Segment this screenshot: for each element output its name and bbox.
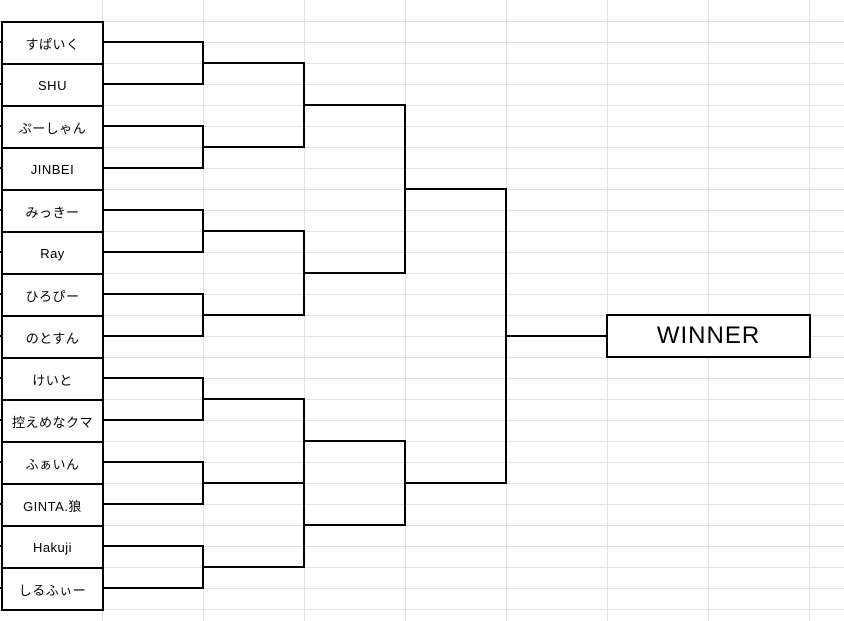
player-cell[interactable]: Ray <box>1 231 104 275</box>
bracket-line-h <box>202 62 305 64</box>
bracket-line-h <box>202 230 305 232</box>
player-cell[interactable]: のとすん <box>1 315 104 359</box>
bracket-line-h <box>103 293 204 295</box>
player-name: ふぁいん <box>25 456 80 472</box>
bracket-line-v <box>202 545 204 589</box>
bracket-line-h <box>202 314 305 316</box>
player-cell[interactable]: 控えめなクマ <box>1 399 104 443</box>
bracket-line-h <box>404 188 507 190</box>
winner-label: WINNER <box>656 322 761 349</box>
player-name: JINBEI <box>30 161 75 177</box>
bracket-line-h <box>0 167 3 169</box>
player-name: Hakuji <box>32 539 73 555</box>
bracket-line-v <box>202 209 204 253</box>
player-cell[interactable]: ぷーしゃん <box>1 105 104 149</box>
winner-cell[interactable]: WINNER <box>606 314 811 358</box>
player-cell[interactable]: GINTA.狼 <box>1 483 104 527</box>
bracket-line-h <box>103 125 204 127</box>
bracket-line-h <box>0 377 3 379</box>
player-name: のとすん <box>25 330 80 346</box>
bracket-line-v <box>202 41 204 85</box>
bracket-line-h <box>0 251 3 253</box>
bracket-line-h <box>103 335 204 337</box>
bracket-line-h <box>103 419 204 421</box>
player-name: GINTA.狼 <box>23 498 82 514</box>
player-cell[interactable]: ひろぴー <box>1 273 104 317</box>
player-name: 控えめなクマ <box>11 414 93 430</box>
player-cell[interactable]: ふぁいん <box>1 441 104 485</box>
bracket-line-h <box>103 377 204 379</box>
bracket-line-h <box>103 545 204 547</box>
player-name: すぱいく <box>25 36 80 52</box>
bracket-line-h <box>0 41 3 43</box>
bracket-line-h <box>0 419 3 421</box>
bracket-line-h <box>103 83 204 85</box>
bracket-line-h <box>505 335 607 337</box>
bracket-line-h <box>303 440 406 442</box>
bracket-line-h <box>0 335 3 337</box>
bracket-line-v <box>202 125 204 169</box>
bracket-line-h <box>303 272 406 274</box>
bracket-line-v <box>202 377 204 421</box>
bracket-line-h <box>0 125 3 127</box>
bracket-line-h <box>202 482 305 484</box>
player-cell[interactable]: JINBEI <box>1 147 104 191</box>
bracket-line-v <box>303 62 305 148</box>
bracket-line-v <box>505 188 507 484</box>
bracket-line-h <box>0 545 3 547</box>
bracket-line-h <box>103 587 204 589</box>
bracket-line-h <box>103 461 204 463</box>
bracket-line-v <box>303 398 305 568</box>
player-name: ぷーしゃん <box>18 120 87 136</box>
bracket-line-v <box>303 230 305 316</box>
bracket-line-v <box>202 293 204 337</box>
bracket-line-h <box>202 398 305 400</box>
bracket-line-h <box>0 587 3 589</box>
player-name: けいと <box>32 372 73 388</box>
bracket-line-h <box>103 167 204 169</box>
bracket-line-h <box>103 209 204 211</box>
bracket-line-h <box>202 566 305 568</box>
player-name: ひろぴー <box>25 288 80 304</box>
bracket-line-h <box>202 146 305 148</box>
player-name: Ray <box>40 245 65 261</box>
bracket-line-h <box>0 209 3 211</box>
bracket-line-h <box>0 503 3 505</box>
bracket-line-h <box>0 293 3 295</box>
player-cell[interactable]: Hakuji <box>1 525 104 569</box>
bracket-line-h <box>303 524 406 526</box>
player-cell[interactable]: すぱいく <box>1 21 104 65</box>
bracket-line-h <box>404 482 507 484</box>
bracket-line-h <box>103 41 204 43</box>
bracket-line-v <box>404 440 406 526</box>
bracket-line-h <box>303 104 406 106</box>
player-name: みっきー <box>25 204 80 220</box>
bracket-line-h <box>0 461 3 463</box>
player-name: しるふぃー <box>18 582 87 598</box>
bracket-line-h <box>103 251 204 253</box>
player-cell[interactable]: みっきー <box>1 189 104 233</box>
bracket-line-h <box>103 503 204 505</box>
player-cell[interactable]: SHU <box>1 63 104 107</box>
bracket-line-v <box>202 461 204 505</box>
player-cell[interactable]: けいと <box>1 357 104 401</box>
player-name: SHU <box>38 77 67 93</box>
player-cell[interactable]: しるふぃー <box>1 567 104 611</box>
bracket-line-v <box>404 104 406 274</box>
bracket-line-h <box>0 83 3 85</box>
